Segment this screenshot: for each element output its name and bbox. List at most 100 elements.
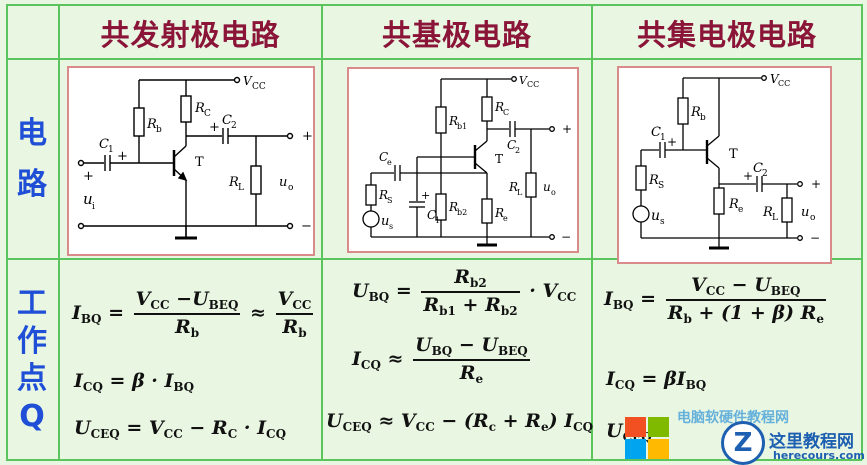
c1-label: C [99, 137, 109, 152]
c2-label: C [753, 161, 763, 176]
cc-icq-formula: ICQ = βIBQ [606, 368, 707, 392]
rs-label: R [378, 188, 388, 202]
rl-sub: L [238, 183, 244, 193]
rl-sub: L [517, 188, 523, 197]
c1-sub: 1 [660, 133, 666, 143]
us-label: u [381, 214, 389, 229]
c2-plus: + [743, 169, 753, 183]
rc-label: R [494, 100, 504, 114]
header-common-base: 共基极电路 [381, 18, 532, 52]
c1-plus: + [421, 189, 430, 202]
grid-line [861, 4, 863, 460]
ce-icq-formula: ICQ = β · IBQ [74, 370, 195, 394]
rb-label: R [146, 117, 157, 132]
rc-sub: C [204, 109, 211, 119]
ce-label: C [379, 150, 388, 164]
rl-label: R [228, 175, 239, 190]
cb-ubq-formula: UBQ = Rb2 Rb1 + Rb2 · VCC [352, 266, 577, 318]
grid-line [6, 58, 862, 60]
cb-uceq-formula: UCEQ ≈ VCC − (Rc + Re) ICQ [326, 410, 594, 434]
vcc-sub: CC [778, 79, 790, 88]
rb-sub: b [156, 125, 162, 135]
watermark-circle-icon: Z [721, 421, 765, 465]
row-label-q-point: 工 作 点 Q [6, 262, 58, 458]
ce-ibq-formula: IBQ = VCC −UBEQ Rb ≈ VCC Rb [72, 288, 314, 340]
c2-sub: 2 [231, 121, 237, 131]
uo-label: u [279, 175, 287, 190]
us-sub: s [660, 217, 665, 227]
ce-ibq-fraction: VCC −UBEQ Rb [133, 288, 241, 340]
ce-sub: e [387, 158, 392, 167]
rc-sub: C [503, 108, 509, 117]
c2-label: C [507, 138, 516, 152]
row-label-char: 路 [17, 167, 47, 202]
c2-sub: 2 [515, 146, 520, 155]
header-common-emitter: 共发射极电路 [100, 18, 281, 52]
row-label-char: 工 [17, 286, 47, 321]
transistor-label: T [495, 152, 503, 166]
re-label: R [728, 197, 739, 212]
vcc-label: V [519, 74, 528, 87]
vcc-sub: CC [252, 82, 266, 92]
re-label: R [494, 206, 504, 220]
common-emitter-circuit: V CC R b R C T C 1 + + C 2 + R L u o − +… [67, 66, 315, 256]
c1-label: C [427, 208, 436, 222]
row-label-char: 点 [17, 361, 47, 396]
cb-ubq-fraction: Rb2 Rb1 + Rb2 [421, 266, 520, 318]
cb-circuit-diagram: V CC R b1 R b2 R C T R e C 1 + C e R S u… [362, 74, 572, 247]
common-base-circuit: V CC R b1 R b2 R C T R e C 1 + C e R S u… [347, 67, 579, 253]
rb1-sub: b1 [457, 122, 467, 131]
us-label: u [651, 208, 660, 224]
out-minus: − [561, 230, 571, 244]
grid-line [591, 4, 593, 460]
row-label-circuit: 电 路 [6, 60, 58, 258]
vcc-label: V [770, 72, 780, 86]
uo-sub: o [810, 213, 815, 223]
transistor-label: T [195, 155, 204, 170]
rb2-sub: b2 [457, 208, 467, 217]
cc-ibq-fraction: VCC − UBEQ Rb + (1 + β) Re [665, 274, 827, 326]
watermark: 电脑软硬件教程网 Z 这里教程网 herecours.com [617, 403, 867, 465]
uo-sub: o [551, 188, 556, 197]
ce-circuit-diagram: V CC R b R C T C 1 + + C 2 + R L u o − +… [77, 74, 313, 240]
out-minus: − [810, 231, 820, 245]
rb-sub: b [700, 113, 706, 123]
rb2-label: R [448, 200, 458, 214]
c1-plus: + [667, 135, 677, 149]
uo-sub: o [288, 183, 293, 193]
grid-line [6, 4, 8, 460]
watermark-url: herecours.com [773, 449, 865, 462]
uo-label: u [543, 180, 551, 194]
c1-label: C [651, 125, 661, 140]
cc-circuit-diagram: V CC R b T R e C 1 + R S u s + C 2 + R L… [632, 72, 821, 250]
transistor-label: T [729, 147, 738, 162]
c2-label: C [222, 113, 232, 128]
out-plus: + [811, 177, 821, 191]
c1-plus: + [117, 149, 128, 164]
us-sub: s [389, 222, 393, 231]
re-sub: e [738, 205, 743, 215]
row-label-char: 作 [17, 323, 47, 359]
watermark-name: 这里教程网 [769, 432, 854, 452]
rs-sub: S [387, 196, 392, 205]
c1-sub: 1 [108, 145, 114, 155]
cc-ibq-formula: IBQ = VCC − UBEQ Rb + (1 + β) Re [604, 274, 827, 326]
out-plus: + [302, 129, 313, 144]
logo-tile [648, 439, 669, 459]
ce-uceq-formula: UCEQ = VCC − RC · ICQ [74, 417, 287, 441]
rs-sub: S [658, 181, 664, 191]
watermark-text: 电脑软硬件教程网 [677, 410, 789, 426]
cb-icq-fraction: UBQ − UBEQ Re [413, 334, 530, 386]
rl-sub: L [772, 213, 778, 223]
rl-label: R [762, 205, 773, 220]
grid-line [321, 4, 323, 460]
rb-label: R [690, 105, 701, 120]
in-plus: + [83, 169, 94, 184]
out-minus: − [301, 219, 312, 234]
ce-ibq-approx-fraction: VCC Rb [275, 288, 314, 340]
c2-plus: + [209, 120, 220, 135]
c1-sub: 1 [435, 216, 440, 225]
logo-tile [625, 417, 646, 437]
row-label-char: 电 [17, 115, 47, 151]
